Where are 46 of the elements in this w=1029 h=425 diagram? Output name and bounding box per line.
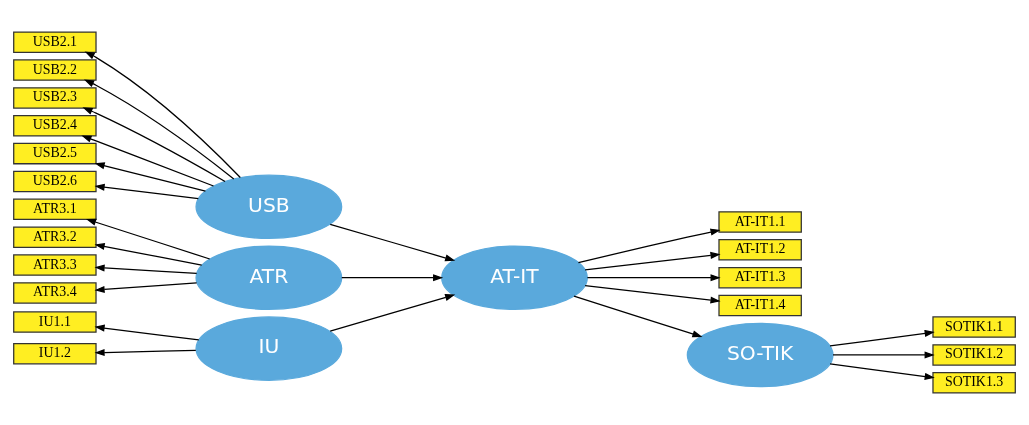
node-box: USB2.4	[13, 115, 97, 137]
arrow	[829, 329, 935, 347]
node-box: IU1.2	[13, 342, 97, 365]
arrow	[584, 285, 721, 304]
node-box: ATR3.3	[13, 254, 97, 276]
arrow	[82, 107, 226, 183]
arrow	[94, 282, 198, 293]
arrow	[81, 135, 215, 187]
arrow	[94, 242, 203, 266]
arrow	[329, 294, 456, 332]
arrow	[94, 264, 198, 275]
node-box: AT-IT1.1	[718, 211, 802, 233]
node-box: AT-IT1.2	[718, 239, 802, 261]
node-box: USB2.1	[13, 31, 97, 53]
node-box: SOTIK1.1	[932, 316, 1016, 338]
node-ellipse: USB	[195, 174, 343, 240]
node-box: USB2.2	[13, 59, 97, 81]
node-box: AT-IT1.3	[718, 266, 802, 289]
arrow	[329, 223, 456, 262]
node-ellipse: IU	[195, 316, 343, 381]
arrow	[577, 228, 721, 264]
arrow	[94, 348, 197, 357]
arrow	[584, 251, 721, 271]
node-box: IU1.1	[13, 311, 97, 333]
node-box: SOTIK1.3	[932, 372, 1016, 394]
arrow	[341, 274, 444, 282]
arrow	[829, 363, 935, 380]
arrow	[85, 218, 211, 260]
arrow	[84, 51, 241, 179]
node-box: ATR3.4	[13, 282, 97, 304]
arrow	[94, 162, 207, 192]
node-box: SOTIK1.2	[932, 344, 1016, 366]
node-box: ATR3.2	[13, 226, 97, 248]
node-box: USB2.6	[13, 170, 97, 193]
node-box: ATR3.1	[13, 198, 97, 221]
arrow	[83, 79, 235, 180]
node-ellipse: ATR	[195, 245, 343, 310]
arrow	[586, 274, 721, 282]
arrow	[573, 295, 703, 338]
arrow	[94, 183, 199, 200]
node-box: AT-IT1.4	[718, 294, 802, 317]
arrow	[94, 324, 200, 341]
node-box: USB2.3	[13, 87, 97, 109]
arrow	[832, 351, 935, 359]
node-box: USB2.5	[13, 142, 97, 165]
node-ellipse: SO-TIK	[686, 322, 834, 388]
